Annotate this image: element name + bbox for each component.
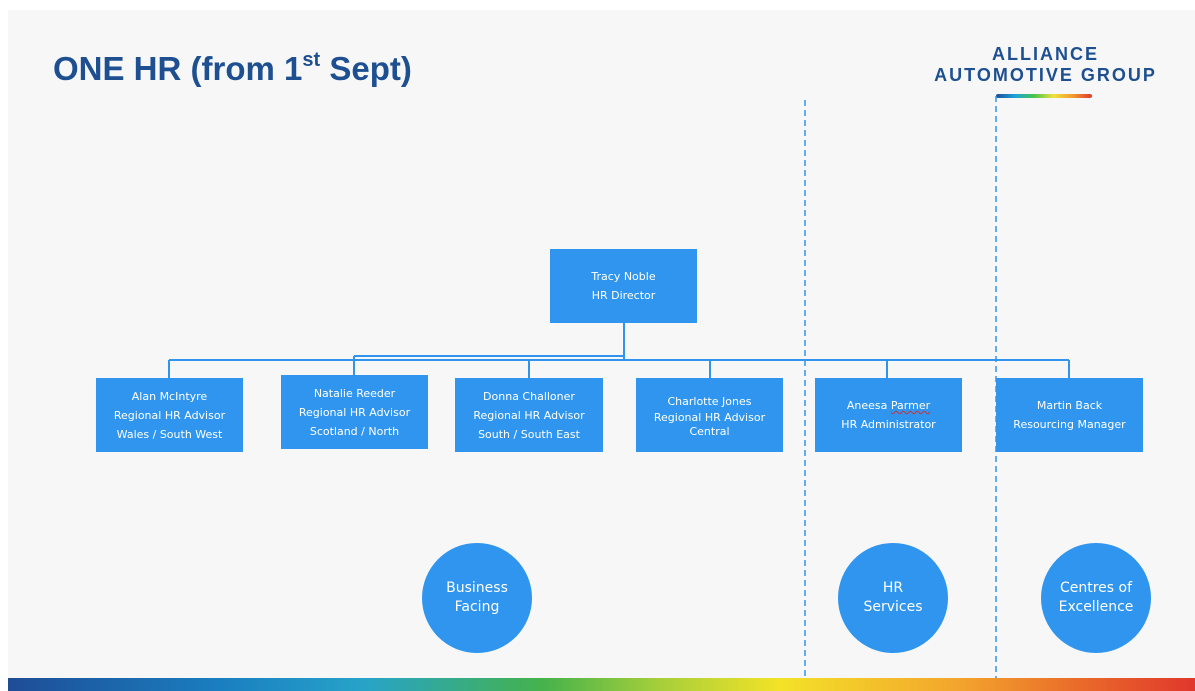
node-name: Charlotte Jones xyxy=(667,394,752,408)
logo-color-bar xyxy=(996,94,1092,98)
node-role: Regional HR Advisor xyxy=(298,405,411,419)
node-region: South / South East xyxy=(478,427,580,441)
node-region: Wales / South West xyxy=(116,427,223,441)
slide: ONE HR (from 1st Sept) ALLIANCE AUTOMOTI… xyxy=(8,10,1195,691)
group-hr-services: HR Services xyxy=(838,543,948,653)
logo-line-1: ALLIANCE xyxy=(992,44,1099,64)
page-title: ONE HR (from 1st Sept) xyxy=(53,49,412,87)
node-role: Regional HR Advisor xyxy=(473,408,585,422)
org-node-donna-challoner: Donna Challoner Regional HR Advisor Sout… xyxy=(455,378,603,452)
org-connectors xyxy=(168,96,1070,678)
group-centres-of-excellence: Centres of Excellence xyxy=(1041,543,1151,653)
org-node-charlotte-jones: Charlotte Jones Regional HR Advisor Cent… xyxy=(636,378,783,452)
logo-line-2: AUTOMOTIVE GROUP xyxy=(934,65,1157,85)
node-name: Alan McIntyre xyxy=(131,389,208,403)
group-label-line2: Excellence xyxy=(1058,599,1134,615)
group-label-line1: Business xyxy=(446,580,508,596)
node-role: Regional HR Advisor xyxy=(113,408,226,422)
node-name: Aneesa Parmer xyxy=(846,399,931,412)
bottom-color-bar xyxy=(8,678,1195,691)
node-role: HR Director xyxy=(591,289,656,302)
node-name: Martin Back xyxy=(1036,399,1103,412)
group-label-line1: HR xyxy=(882,580,904,596)
org-node-martin-back: Martin Back Resourcing Manager xyxy=(996,378,1143,452)
node-role: Regional HR Advisor xyxy=(653,410,766,424)
node-role: Resourcing Manager xyxy=(1013,418,1126,431)
group-label-line2: Services xyxy=(863,599,923,615)
node-role: HR Administrator xyxy=(841,418,936,431)
node-region: Scotland / North xyxy=(309,424,400,438)
node-name: Tracy Noble xyxy=(591,270,656,283)
org-node-natalie-reeder: Natalie Reeder Regional HR Advisor Scotl… xyxy=(281,375,428,449)
node-region: Central xyxy=(689,424,730,438)
company-logo: ALLIANCE AUTOMOTIVE GROUP xyxy=(898,44,1193,86)
org-node-alan-mcintyre: Alan McIntyre Regional HR Advisor Wales … xyxy=(96,378,243,452)
node-name: Natalie Reeder xyxy=(313,386,396,400)
group-label-line2: Facing xyxy=(454,599,500,615)
node-name: Donna Challoner xyxy=(483,389,575,403)
group-label-line1: Centres of xyxy=(1059,580,1133,596)
group-business-facing: Business Facing xyxy=(422,543,532,653)
org-node-director: Tracy Noble HR Director xyxy=(550,249,697,323)
org-node-aneesa-parmer: Aneesa Parmer HR Administrator xyxy=(815,378,962,452)
